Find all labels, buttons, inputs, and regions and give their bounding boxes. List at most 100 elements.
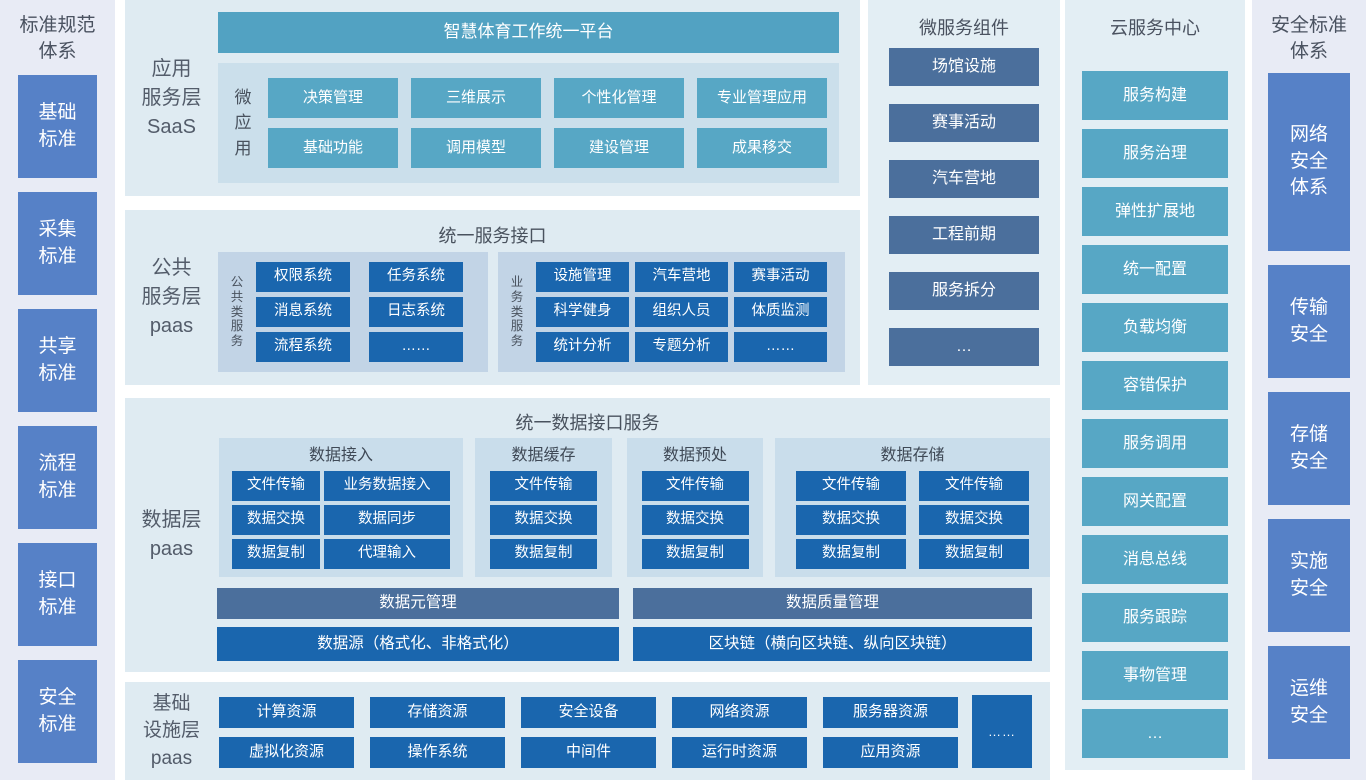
data-storage-group: 数据存储 文件传输 文件传输 数据交换 数据交换 数据复制 数据复制 [775, 438, 1050, 577]
data-storage-grid: 文件传输 文件传输 数据交换 数据交换 数据复制 数据复制 [775, 471, 1050, 569]
security-standards-panel: 安全标准 体系 网络 安全 体系 传输 安全 存储 安全 实施 安全 运维 安全 [1252, 0, 1366, 780]
micro-box-pre-engineering: 工程前期 [889, 216, 1039, 254]
security-standards-title: 安全标准 体系 [1270, 15, 1347, 62]
app-box-personalized: 个性化管理 [554, 78, 684, 118]
data-preprocess-group: 数据预处 文件传输 数据交换 数据复制 [627, 438, 763, 577]
standards-spec-panel: 标准规范 体系 基础 标准 采集 标准 共享 标准 流程 标准 接口 标准 安全… [0, 0, 115, 780]
store-box-exchange-2: 数据交换 [919, 505, 1029, 535]
store-box-replicate-1: 数据复制 [796, 539, 906, 569]
security-box-implementation: 实施 安全 [1268, 519, 1350, 632]
cloud-center-panel: 云服务中心 服务构建 服务治理 弹性扩展地 统一配置 负载均衡 容错保护 服务调… [1065, 0, 1245, 770]
cloud-box-gateway: 网关配置 [1082, 477, 1228, 526]
data-box-biz-access: 业务数据接入 [324, 471, 450, 501]
pre-box-replicate: 数据复制 [641, 539, 749, 569]
svc-box-workflow: 流程系统 [256, 332, 350, 362]
cache-box-replicate: 数据复制 [490, 539, 597, 569]
data-access-title: 数据接入 [308, 447, 373, 464]
app-box-basic-func: 基础功能 [268, 128, 398, 168]
biz-box-fitness: 科学健身 [536, 297, 629, 327]
cloud-box-invoke: 服务调用 [1082, 419, 1228, 468]
infra-row-1: 计算资源 存储资源 安全设备 网络资源 服务器资源 [219, 697, 958, 728]
micro-box-event: 赛事活动 [889, 104, 1039, 142]
cloud-box-fault-tolerance: 容错保护 [1082, 361, 1228, 410]
biz-box-event: 赛事活动 [734, 262, 827, 292]
infra-box-storage: 存储资源 [370, 697, 505, 728]
store-box-exchange-1: 数据交换 [796, 505, 906, 535]
standards-spec-title: 标准规范 体系 [19, 15, 96, 62]
unified-service-interface-header: 统一服务接口 [438, 226, 547, 246]
infra-layer-panel: 基础 设施层 paas 计算资源 存储资源 安全设备 网络资源 服务器资源 虚拟… [125, 682, 1050, 780]
infra-box-more: …… [972, 695, 1032, 768]
infra-box-network: 网络资源 [672, 697, 807, 728]
store-box-file-transfer-2: 文件传输 [919, 471, 1029, 501]
data-box-replicate: 数据复制 [232, 539, 320, 569]
cloud-box-load-balance: 负载均衡 [1082, 303, 1228, 352]
biz-box-special: 专题分析 [635, 332, 728, 362]
data-cache-title: 数据缓存 [511, 447, 576, 464]
business-services-grid: 设施管理 汽车营地 赛事活动 科学健身 组织人员 体质监测 统计分析 专题分析 … [536, 262, 827, 362]
standard-box-process: 流程 标准 [18, 426, 97, 529]
security-box-ops: 运维 安全 [1268, 646, 1350, 759]
data-storage-title: 数据存储 [880, 447, 945, 464]
store-box-replicate-2: 数据复制 [919, 539, 1029, 569]
biz-box-more: …… [734, 332, 827, 362]
infra-box-runtime: 运行时资源 [672, 737, 807, 768]
infra-box-middleware: 中间件 [521, 737, 656, 768]
infra-box-security-device: 安全设备 [521, 697, 656, 728]
data-box-sync: 数据同步 [324, 505, 450, 535]
infra-box-virtualization: 虚拟化资源 [219, 737, 354, 768]
biz-box-facility: 设施管理 [536, 262, 629, 292]
security-box-storage: 存储 安全 [1268, 392, 1350, 505]
pre-box-file-transfer: 文件传输 [641, 471, 749, 501]
svc-box-permission: 权限系统 [256, 262, 350, 292]
cloud-box-message-bus: 消息总线 [1082, 535, 1228, 584]
infra-box-server: 服务器资源 [823, 697, 958, 728]
unified-data-interface-header: 统一数据接口服务 [515, 413, 660, 433]
standard-box-interface: 接口 标准 [18, 543, 97, 646]
svc-box-log: 日志系统 [369, 297, 463, 327]
data-access-group: 数据接入 文件传输 业务数据接入 数据交换 数据同步 数据复制 代理输入 [219, 438, 463, 577]
cloud-box-more: … [1082, 709, 1228, 758]
infra-box-application: 应用资源 [823, 737, 958, 768]
data-box-file-transfer: 文件传输 [232, 471, 320, 501]
micro-app-grid: 决策管理 三维展示 个性化管理 专业管理应用 基础功能 调用模型 建设管理 成果… [268, 78, 827, 168]
standard-box-share: 共享 标准 [18, 309, 97, 412]
infra-row-2: 虚拟化资源 操作系统 中间件 运行时资源 应用资源 [219, 737, 958, 768]
app-box-3d: 三维展示 [411, 78, 541, 118]
standard-box-basic: 基础 标准 [18, 75, 97, 178]
data-preprocess-title: 数据预处 [662, 447, 727, 464]
biz-box-statistics: 统计分析 [536, 332, 629, 362]
cache-box-file-transfer: 文件传输 [490, 471, 597, 501]
data-cache-grid: 文件传输 数据交换 数据复制 [475, 471, 612, 569]
business-services-label: 业 务 类 服 务 [510, 275, 524, 349]
app-box-decision: 决策管理 [268, 78, 398, 118]
metadata-mgmt-bar: 数据元管理 [217, 588, 619, 619]
public-services-container: 公 共 类 服 务 权限系统 任务系统 消息系统 日志系统 流程系统 …… [218, 252, 488, 372]
microservices-title: 微服务组件 [919, 18, 1009, 38]
micro-app-label: 微 应 用 [234, 87, 252, 158]
public-services-label: 公 共 类 服 务 [230, 275, 244, 349]
biz-box-physique: 体质监测 [734, 297, 827, 327]
data-source-bar: 数据源（格式化、非格式化） [217, 627, 619, 661]
blockchain-bar: 区块链（横向区块链、纵向区块链） [633, 627, 1032, 661]
cache-box-exchange: 数据交换 [490, 505, 597, 535]
microservices-list: 场馆设施 赛事活动 汽车营地 工程前期 服务拆分 … [889, 48, 1039, 366]
cloud-box-config: 统一配置 [1082, 245, 1228, 294]
micro-box-camp: 汽车营地 [889, 160, 1039, 198]
svc-box-message: 消息系统 [256, 297, 350, 327]
cloud-box-tracking: 服务跟踪 [1082, 593, 1228, 642]
app-box-professional: 专业管理应用 [697, 78, 827, 118]
infra-box-compute: 计算资源 [219, 697, 354, 728]
micro-box-service-split: 服务拆分 [889, 272, 1039, 310]
micro-app-container: 微 应 用 决策管理 三维展示 个性化管理 专业管理应用 基础功能 调用模型 建… [218, 63, 839, 183]
infra-box-os: 操作系统 [370, 737, 505, 768]
infra-layer-label: 基础 设施层 paas [142, 692, 200, 769]
data-layer-label: 数据层 paas [141, 509, 202, 560]
public-service-layer-label: 公共 服务层 paas [141, 257, 202, 337]
data-box-exchange: 数据交换 [232, 505, 320, 535]
standard-box-collect: 采集 标准 [18, 192, 97, 295]
biz-box-personnel: 组织人员 [635, 297, 728, 327]
cloud-box-elastic: 弹性扩展地 [1082, 187, 1228, 236]
pre-box-exchange: 数据交换 [641, 505, 749, 535]
platform-header-bar: 智慧体育工作统一平台 [218, 12, 839, 53]
